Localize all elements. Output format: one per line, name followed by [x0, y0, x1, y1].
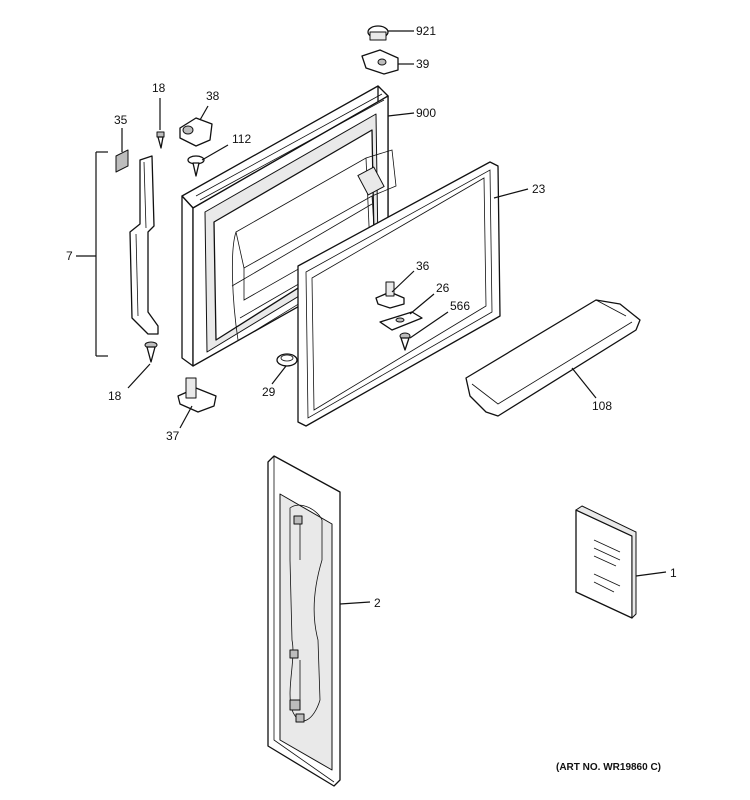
callout-38: 38: [206, 89, 220, 103]
screw-566: [399, 332, 411, 351]
door-panel: [267, 455, 341, 787]
callout-labels: 921 39 900 18 38 35 112 23 7 36 26 566 1…: [66, 24, 677, 773]
callout-566: 566: [450, 299, 470, 313]
callout-1: 1: [670, 566, 677, 580]
callout-18-bottom: 18: [108, 389, 122, 403]
callout-900: 900: [416, 106, 436, 120]
hinge-38: [179, 117, 213, 147]
callout-35: 35: [114, 113, 128, 127]
callout-23: 23: [532, 182, 546, 196]
door-gasket: [297, 161, 501, 427]
part-36: [375, 281, 405, 309]
callout-26: 26: [436, 281, 450, 295]
callout-36: 36: [416, 259, 430, 273]
callout-37: 37: [166, 429, 180, 443]
callout-39: 39: [416, 57, 430, 71]
leader-lines: [76, 30, 667, 605]
cap-921: [367, 25, 389, 41]
part-26: [379, 311, 423, 331]
callout-18-top: 18: [152, 81, 166, 95]
callout-2: 2: [374, 596, 381, 610]
screw-18-top: [156, 131, 165, 149]
callout-921: 921: [416, 24, 436, 38]
owner-manual: [575, 505, 637, 619]
bushing-29: [276, 353, 298, 367]
door-handle: [115, 149, 159, 335]
hinge-pin-37: [177, 377, 217, 413]
handle-108: [465, 299, 641, 417]
callout-29: 29: [262, 385, 276, 399]
screw-18-bottom: [144, 341, 158, 363]
callout-112: 112: [232, 132, 251, 146]
hinge-39: [361, 49, 399, 75]
callout-108: 108: [592, 399, 612, 413]
art-number: (ART NO. WR19860 C): [556, 762, 661, 773]
callout-7: 7: [66, 249, 73, 263]
screw-112: [187, 155, 205, 177]
